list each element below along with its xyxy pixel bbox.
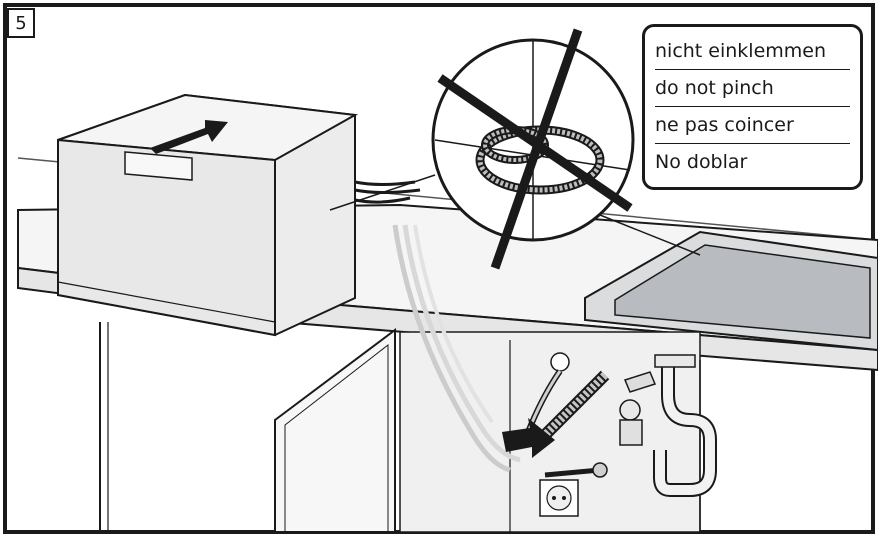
- dishwasher: [57, 93, 421, 337]
- cross-line-2: [490, 28, 583, 270]
- sink: [584, 230, 878, 352]
- warning-label-box: nicht einklemmen do not pinch ne pas coi…: [642, 24, 863, 190]
- warning-text-en: do not pinch: [655, 70, 850, 107]
- push-back-arrow: [150, 120, 228, 154]
- dishwasher-front: [57, 138, 276, 337]
- power-socket: [539, 479, 579, 517]
- step-number: 5: [15, 12, 27, 34]
- step-number-badge: 5: [7, 8, 35, 38]
- warning-text-fr: ne pas coincer: [655, 107, 850, 144]
- dishwasher-handle: [124, 151, 193, 181]
- drain-siphon: [653, 354, 717, 497]
- warning-text-de: nicht einklemmen: [655, 33, 850, 70]
- pinch-warning-callout: [329, 28, 701, 270]
- warning-text-es: No doblar: [655, 151, 748, 173]
- cabinet-door-left: [274, 328, 396, 533]
- hoses-through-counter: [392, 224, 521, 473]
- push-arrow: [502, 418, 555, 458]
